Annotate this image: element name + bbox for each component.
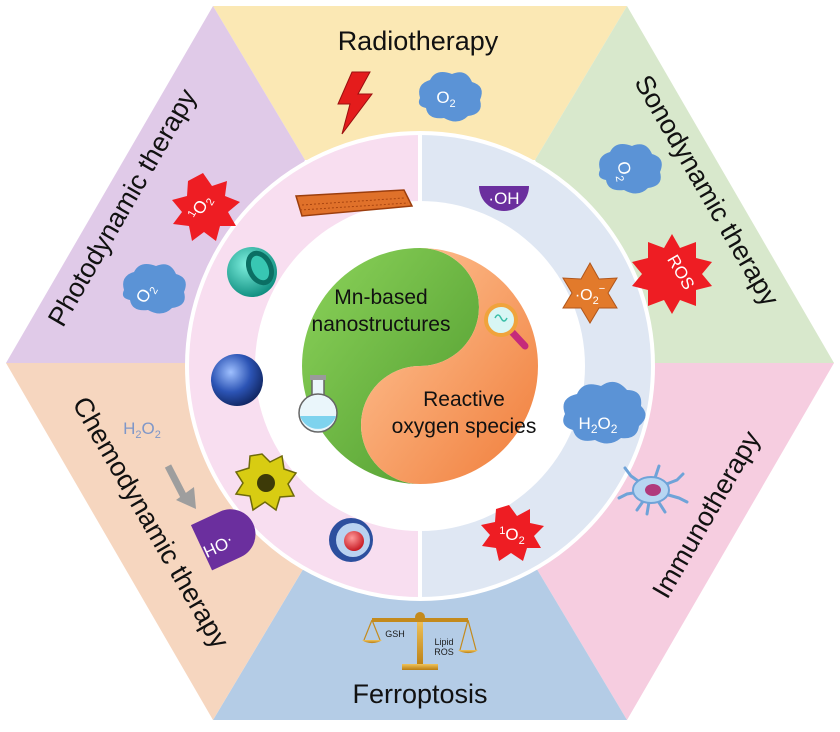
- flower-nanostructure-icon: [234, 453, 298, 512]
- reaction-arrow-icon: [164, 464, 196, 509]
- oxygen-cloud-radio: O2: [418, 72, 482, 122]
- hydrogen-peroxide-label: H2O2: [579, 414, 618, 436]
- core-shell-icon: [329, 518, 373, 562]
- singlet-oxygen-star-right: 1O2: [481, 505, 544, 561]
- core-label-mn-line2: nanostructures: [312, 313, 451, 336]
- immune-cell-icon: [617, 464, 689, 516]
- superoxide-label: ·O2−: [575, 283, 605, 307]
- yin-mn-nanostructures: [302, 248, 479, 484]
- hydroxyl-label: ·OH: [488, 189, 519, 208]
- oxygen-label-sono: O2: [610, 160, 635, 183]
- singlet-oxygen-star-left: 1O2: [172, 173, 240, 241]
- scale-label-lipid: Lipid: [434, 637, 453, 647]
- core-label-ros-line2: oxygen species: [392, 415, 537, 438]
- oxygen-cloud-photo: O2: [122, 264, 186, 314]
- oxygen-cloud-sono: O2: [598, 144, 662, 194]
- hollow-sphere-icon: [227, 247, 277, 297]
- magnifier-icon: [484, 303, 529, 350]
- flask-icon: [298, 375, 338, 433]
- label-radiotherapy: Radiotherapy: [338, 26, 499, 56]
- lightning-icon: [337, 71, 373, 135]
- h2o2-text-chemo: H2O2: [123, 419, 161, 441]
- segment-radiotherapy: [213, 6, 627, 160]
- label-ferroptosis: Ferroptosis: [352, 679, 487, 709]
- hydroxyl-radical-badge-chemo: ·OH: [190, 509, 256, 571]
- nanosheet-icon: [295, 189, 414, 217]
- ros-star: ROS: [632, 234, 712, 314]
- yin-yang-core: [302, 248, 538, 484]
- hydroxyl-radical-badge: ·OH: [479, 186, 529, 211]
- scale-label-ros: ROS: [434, 647, 454, 657]
- solid-sphere-icon: [211, 354, 263, 406]
- scale-label-gsh: GSH: [385, 629, 405, 639]
- superoxide-star: ·O2−: [562, 261, 618, 324]
- oxygen-label-radio: O2: [436, 88, 455, 110]
- oxygen-label-photo: O2: [132, 280, 161, 308]
- singlet-oxygen-label-right: 1O2: [499, 525, 524, 547]
- core-label-ros-line1: Reactive: [423, 388, 505, 411]
- core-label-mn-line1: Mn-based: [334, 286, 427, 309]
- hydrogen-peroxide-cloud: H2O2: [563, 381, 646, 444]
- balance-scale-icon: GSH Lipid ROS: [362, 612, 478, 670]
- singlet-oxygen-label-left: 1O2: [186, 191, 218, 224]
